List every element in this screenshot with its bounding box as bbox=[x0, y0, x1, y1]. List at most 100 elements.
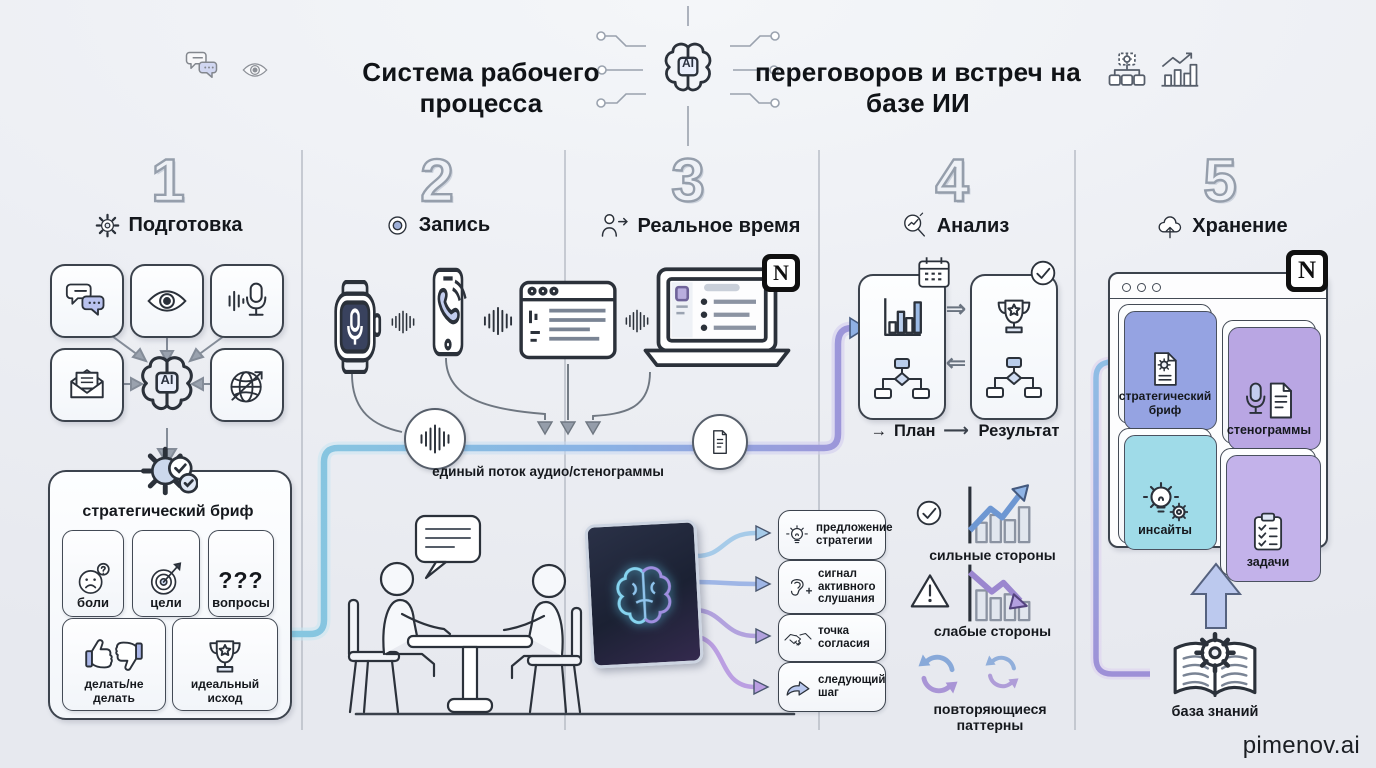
warning-icon bbox=[908, 570, 952, 610]
cloud-upload-icon bbox=[1158, 216, 1182, 239]
column-label: Реальное время bbox=[637, 214, 801, 237]
brief-cell-dos-donts: делать/не делать bbox=[62, 618, 166, 711]
transcript-doc-node bbox=[692, 414, 748, 470]
ai-chip-label: AI bbox=[160, 372, 174, 387]
audio-pipe bbox=[288, 316, 868, 641]
plan-label-row: → План bbox=[858, 422, 948, 441]
callout-next-step: следующий шаг bbox=[778, 662, 886, 712]
record-icon bbox=[388, 216, 407, 235]
glowing-brain-icon bbox=[616, 566, 672, 625]
patterns-label: повторяющиеся паттерны bbox=[933, 701, 1047, 733]
column-label: Запись bbox=[418, 214, 491, 236]
mic-wave-icon bbox=[228, 282, 267, 316]
strengths-label: сильные стороны bbox=[929, 547, 1056, 563]
check-badge-icon bbox=[1026, 256, 1060, 290]
card-label: стратегический бриф bbox=[1118, 389, 1212, 417]
callout-label: предложение стратегии bbox=[816, 522, 893, 547]
cycle-icon bbox=[980, 650, 1024, 694]
meeting-scene bbox=[347, 514, 796, 716]
chat-bubbles-icon bbox=[182, 48, 224, 84]
waveform-icon bbox=[390, 304, 416, 340]
chat-icon bbox=[65, 283, 105, 316]
check-circle-icon bbox=[912, 496, 946, 530]
bulb-gear-icon bbox=[1142, 481, 1188, 522]
phone-call-icon bbox=[420, 266, 476, 358]
uptrend-chart-icon bbox=[954, 484, 1040, 546]
waveform-icon bbox=[420, 424, 450, 454]
notion-badge: N bbox=[1286, 250, 1328, 292]
callout-label: следующий шаг bbox=[818, 674, 886, 699]
target-icon bbox=[150, 562, 182, 596]
handshake-icon bbox=[784, 632, 812, 646]
flowchart-icon bbox=[986, 357, 1042, 398]
mic-doc-icon bbox=[1246, 382, 1292, 419]
page-title-left: Система рабочего процесса bbox=[362, 57, 600, 118]
plan-card bbox=[858, 274, 946, 420]
bar-chart-icon bbox=[884, 297, 922, 337]
column-head-analysis: Анализ bbox=[845, 212, 1065, 240]
thumbs-up-down-icon bbox=[85, 639, 143, 671]
column-head-storage: Хранение bbox=[1112, 212, 1332, 240]
document-icon bbox=[713, 430, 727, 454]
ai-chip-label: AI bbox=[682, 56, 694, 70]
storage-card-brief: стратегический бриф bbox=[1118, 304, 1217, 430]
callout-label: сигнал активного слушания bbox=[818, 567, 876, 606]
circuit-traces bbox=[596, 6, 780, 146]
arrow-glyph: → bbox=[870, 422, 888, 440]
next-arrow-icon bbox=[786, 681, 810, 696]
double-arrow-left: ⇐ bbox=[945, 349, 967, 377]
eye-icon bbox=[236, 56, 274, 84]
record-connectors bbox=[351, 357, 651, 433]
gear-check-icon bbox=[138, 442, 198, 500]
smartwatch-icon bbox=[326, 280, 384, 374]
result-label: Результат bbox=[978, 422, 1060, 440]
growth-chart-icon bbox=[1158, 50, 1200, 90]
double-arrow-right: ⇒ bbox=[945, 295, 967, 323]
mail-icon bbox=[70, 369, 104, 399]
card-label: стенограммы bbox=[1226, 423, 1312, 437]
callout-listening: сигнал активного слушания bbox=[778, 560, 886, 614]
result-card bbox=[970, 274, 1058, 420]
clipboard-check-icon bbox=[1253, 512, 1283, 551]
downtrend-chart-icon bbox=[954, 562, 1040, 624]
column-head-realtime: Реальное время bbox=[590, 212, 810, 240]
brief-cell-pains: боли bbox=[62, 530, 124, 617]
brief-cell-ideal-outcome: идеальный исход bbox=[172, 618, 278, 711]
gear-icon bbox=[95, 213, 119, 238]
step-number-5: 5 bbox=[1202, 146, 1238, 215]
knowledge-base-label: база знаний bbox=[1171, 704, 1259, 720]
storage-card-tasks: задачи bbox=[1220, 448, 1321, 582]
step-number-3: 3 bbox=[670, 146, 706, 215]
trophy-icon bbox=[209, 640, 241, 673]
cycle-icon bbox=[910, 648, 966, 700]
prep-converge-arrows bbox=[111, 335, 225, 466]
callout-strategy: предложение стратегии bbox=[778, 510, 893, 560]
notion-logo: N bbox=[1291, 255, 1323, 287]
org-chart-icon bbox=[1106, 50, 1148, 90]
callout-label: точка согласия bbox=[818, 625, 870, 650]
source-web-box bbox=[210, 348, 284, 422]
calendar-badge-icon bbox=[914, 254, 954, 290]
notion-logo: N bbox=[766, 258, 796, 288]
audio-stream-node bbox=[404, 408, 466, 470]
card-label: инсайты bbox=[1138, 523, 1192, 537]
record-arrowheads bbox=[536, 421, 602, 436]
column-label: Хранение bbox=[1192, 214, 1288, 237]
storage-card-insights: инсайты bbox=[1118, 428, 1217, 550]
globe-arrow-icon bbox=[230, 371, 263, 403]
cell-label: цели bbox=[150, 595, 182, 611]
screen-callout-arrows bbox=[689, 524, 772, 696]
eye-icon bbox=[147, 290, 187, 312]
stream-label: единый поток аудио/стенограммы bbox=[432, 464, 664, 479]
sad-face-icon bbox=[78, 563, 110, 595]
weaknesses-label: слабые стороны bbox=[933, 623, 1052, 639]
trophy-icon bbox=[997, 299, 1031, 334]
column-label: Анализ bbox=[936, 214, 1010, 237]
cell-label: идеальный исход bbox=[190, 677, 260, 705]
lightbulb-icon bbox=[786, 525, 808, 544]
waveform-icon bbox=[482, 300, 514, 342]
page-title-right: переговоров и встреч на базе ИИ bbox=[755, 57, 1081, 118]
kb-up-arrow bbox=[1189, 562, 1243, 629]
cell-label: боли bbox=[77, 595, 109, 611]
brand-watermark: pimenov.ai bbox=[1242, 732, 1360, 759]
